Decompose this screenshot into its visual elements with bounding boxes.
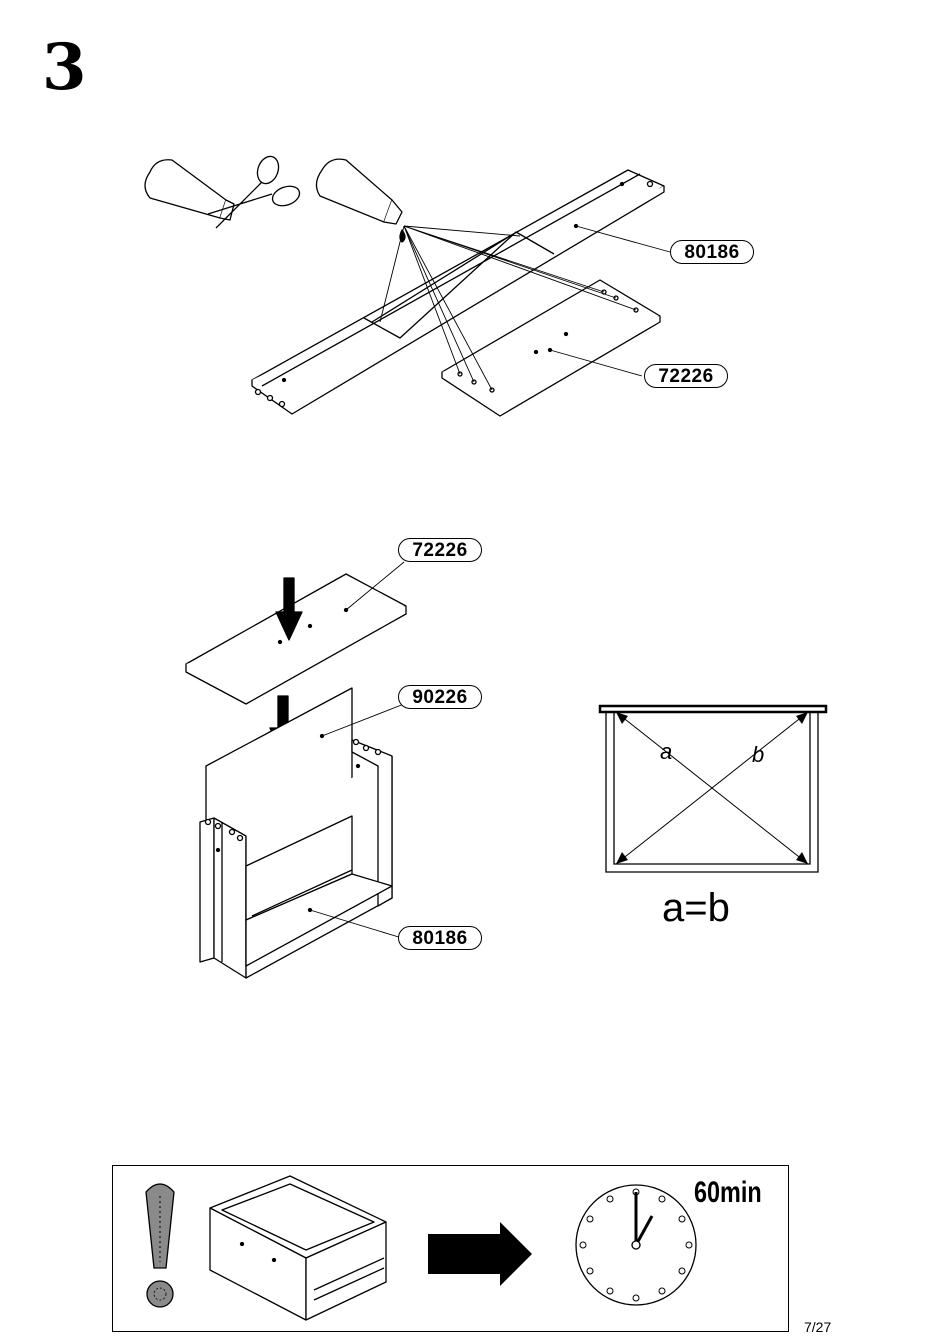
- arrow-right-icon: [428, 1222, 532, 1286]
- exclamation-icon: [146, 1184, 174, 1307]
- clock-icon: [576, 1185, 696, 1305]
- drawer-icon: [210, 1176, 386, 1320]
- drying-time-label: 60min: [694, 1178, 762, 1208]
- page-number: 7/27: [804, 1320, 831, 1334]
